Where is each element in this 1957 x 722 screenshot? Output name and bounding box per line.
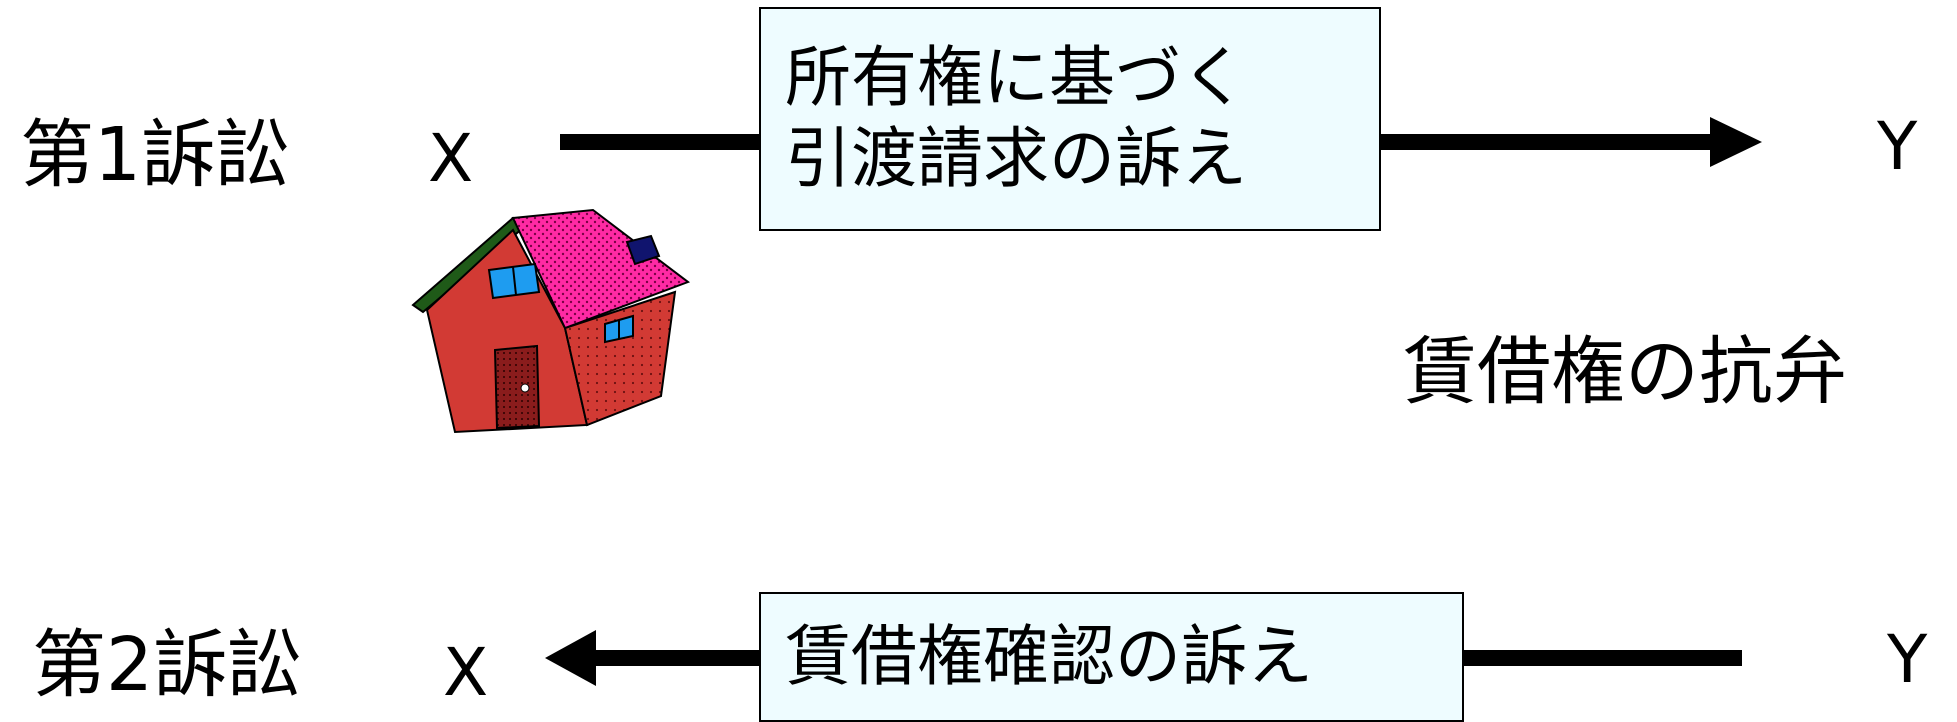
house-icon [411,208,691,434]
suit2-label: 第2訴訟 [32,622,302,708]
suit1-claim-line-1: 所有権に基づく [785,39,1247,117]
suit1-party-y: Y [1877,108,1918,185]
suit2-claim-box: 賃借権確認の訴え [759,592,1464,722]
defense-label: 賃借権の抗弁 [1403,329,1847,415]
suit2-arrow-head [545,630,596,686]
suit2-claim-text: 賃借権確認の訴え [785,617,1313,695]
suit1-party-x: X [428,120,474,197]
suit1-arrow-head [1710,117,1762,167]
suit1-claim-line-2: 引渡請求の訴え [785,120,1247,197]
suit1-claim-box: 所有権に基づく 引渡請求の訴え [759,7,1381,231]
suit2-party-y: Y [1887,621,1928,698]
suit1-label: 第1訴訟 [20,112,290,198]
suit2-party-x: X [443,634,489,711]
